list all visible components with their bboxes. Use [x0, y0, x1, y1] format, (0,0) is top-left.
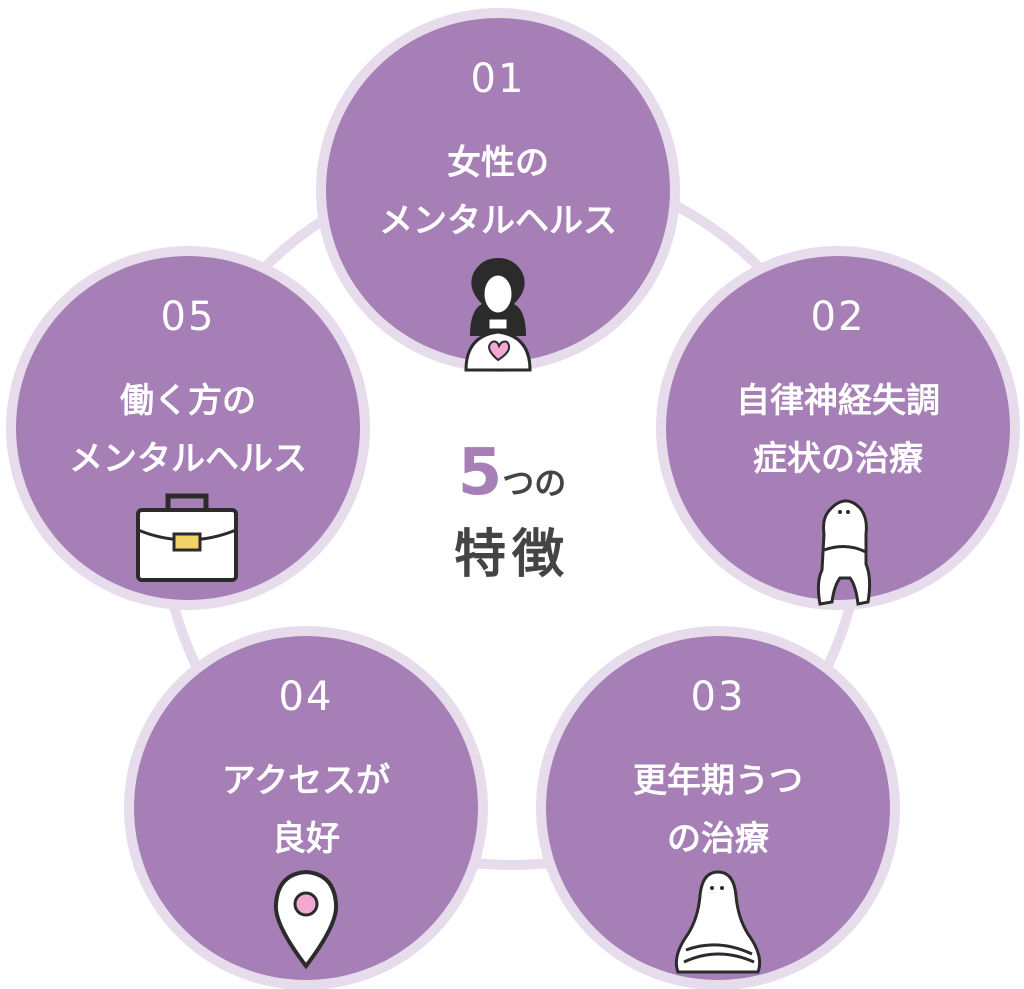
feature-title: アクセスが 良好	[221, 761, 391, 859]
feature-number: 04	[278, 674, 334, 720]
feature-circle-04: 04 アクセスが 良好	[134, 636, 478, 980]
map-pin-icon	[273, 869, 339, 970]
feature-title: 自律神経失調 症状の治療	[736, 381, 940, 479]
feature-number: 01	[470, 56, 526, 102]
feature-number: 05	[160, 294, 216, 340]
woman-heart-icon	[464, 258, 532, 372]
center-title: 特徴	[453, 525, 570, 585]
center-suffix: つの	[502, 464, 567, 502]
feature-number: 03	[690, 674, 746, 720]
feature-circle-02: 02 自律神経失調 症状の治療	[666, 256, 1010, 606]
feature-circle-01: 01 女性の メンタルヘルス	[326, 18, 670, 372]
feature-circle-05: 05 働く方の メンタルヘルス	[16, 256, 360, 600]
feature-circle-03: 03 更年期うつ の治療	[546, 636, 890, 980]
sitting-figure-icon	[816, 499, 872, 606]
briefcase-icon	[136, 493, 238, 582]
center-number: 5	[457, 436, 503, 510]
feature-number: 02	[810, 294, 866, 340]
feature-title: 働く方の メンタルヘルス	[69, 381, 307, 479]
feature-title: 女性の メンタルヘルス	[379, 143, 617, 241]
center-label: 5つの 特徴	[412, 436, 612, 587]
crossed-arms-figure-icon	[674, 870, 762, 974]
feature-title: 更年期うつ の治療	[633, 761, 803, 859]
